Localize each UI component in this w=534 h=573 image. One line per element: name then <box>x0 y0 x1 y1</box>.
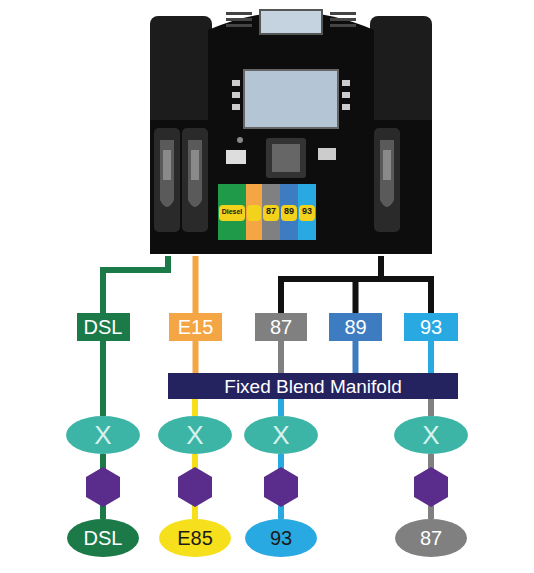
pipe-connector <box>193 341 199 373</box>
pipe-connector <box>353 341 359 373</box>
node-label: 87 <box>270 317 292 337</box>
manifold-band: Fixed Blend Manifold <box>168 373 458 399</box>
pipe-connector <box>193 256 199 313</box>
hexagon-symbol <box>86 467 448 507</box>
pipe-connector <box>281 256 381 313</box>
pump-ellipse: X <box>158 416 232 454</box>
node-label: 89 <box>344 317 366 337</box>
node-label: E85 <box>177 528 213 548</box>
fuel-dispenser: Diesel 878993 <box>148 0 434 256</box>
node-label: 93 <box>420 317 442 337</box>
pump-ellipse: X <box>244 416 318 454</box>
tank-ellipse: E85 <box>159 519 231 557</box>
pipe-connector <box>103 256 168 313</box>
product-box: DSL <box>77 313 130 341</box>
node-label: X <box>422 422 439 448</box>
ellipse-outline <box>159 519 231 557</box>
product-box: 89 <box>329 313 382 341</box>
pipe-connector <box>100 341 106 416</box>
hexagon-symbol <box>264 467 298 507</box>
pump-ellipse: X <box>394 416 468 454</box>
node-label: X <box>186 422 203 448</box>
node-label: 93 <box>270 528 292 548</box>
pipe-connector <box>278 341 284 373</box>
grade-label: 89 <box>280 207 298 216</box>
hexagon-symbol <box>414 467 448 507</box>
tank-ellipse: 93 <box>245 519 317 557</box>
ellipse-outline <box>245 519 317 557</box>
pipe-connector <box>381 256 431 313</box>
ellipse-outline <box>158 416 232 454</box>
ellipse-outline <box>66 416 140 454</box>
pipe-connector <box>428 341 434 373</box>
pipe-connector <box>192 399 198 416</box>
ellipse-outline <box>67 519 139 557</box>
product-box: E15 <box>169 313 222 341</box>
ellipse-outline <box>395 519 467 557</box>
product-box: 93 <box>404 313 458 341</box>
grade-label: 87 <box>262 207 280 216</box>
node-label: DSL <box>84 528 123 548</box>
node-label: X <box>94 422 111 448</box>
pipe-connector <box>278 399 284 416</box>
node-label: DSL <box>84 317 123 337</box>
pump-ellipse: X <box>66 416 140 454</box>
node-label: Fixed Blend Manifold <box>224 377 401 396</box>
pipe-connector <box>356 256 382 313</box>
tank-ellipse: DSL <box>67 519 139 557</box>
hexagon-symbol <box>86 467 120 507</box>
grade-label: Diesel <box>218 208 246 215</box>
node-label: X <box>272 422 289 448</box>
pipe-connector <box>428 399 434 416</box>
node-label: 87 <box>420 528 442 548</box>
ellipse-outline <box>244 416 318 454</box>
dispenser-illustration <box>150 10 432 254</box>
node-label: E15 <box>178 317 214 337</box>
grade-label: 93 <box>298 207 316 216</box>
tank-ellipse: 87 <box>395 519 467 557</box>
ellipse-outline <box>394 416 468 454</box>
product-box: 87 <box>255 313 307 341</box>
hexagon-symbol <box>178 467 212 507</box>
dispenser-illustration <box>148 0 434 256</box>
